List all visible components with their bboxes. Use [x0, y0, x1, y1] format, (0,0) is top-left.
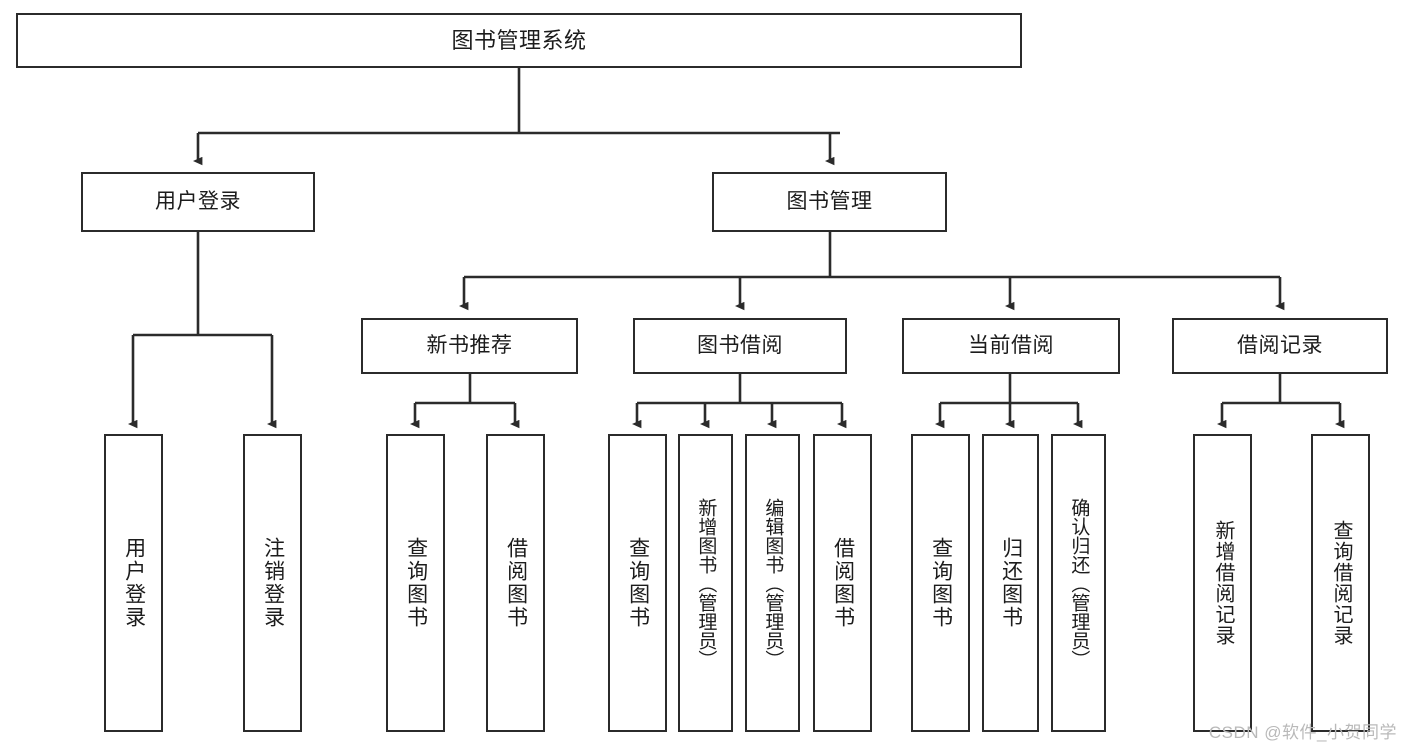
leaf-add-book[interactable]: 新增图书（管理员） — [678, 434, 733, 732]
leaf-query-book-1[interactable]: 查询图书 — [386, 434, 445, 732]
leaf-query-book-2-label: 查询图书 — [626, 537, 650, 629]
leaf-query-book-3-label: 查询图书 — [929, 537, 953, 629]
leaf-query-book-3[interactable]: 查询图书 — [911, 434, 970, 732]
node-current-borrow-label: 当前借阅 — [968, 333, 1054, 357]
node-borrow-record-label: 借阅记录 — [1237, 333, 1323, 357]
leaf-add-record-label: 新增借阅记录 — [1212, 520, 1234, 646]
node-root[interactable]: 图书管理系统 — [16, 13, 1022, 68]
leaf-add-record[interactable]: 新增借阅记录 — [1193, 434, 1252, 732]
node-book-manage[interactable]: 图书管理 — [712, 172, 947, 232]
leaf-confirm-return[interactable]: 确认归还（管理员） — [1051, 434, 1106, 732]
node-book-manage-label: 图书管理 — [786, 189, 873, 213]
leaf-add-book-label: 新增图书（管理员） — [695, 497, 717, 669]
leaf-return-book[interactable]: 归还图书 — [982, 434, 1039, 732]
leaf-query-book-1-label: 查询图书 — [404, 537, 428, 629]
leaf-query-record[interactable]: 查询借阅记录 — [1311, 434, 1370, 732]
watermark: CSDN @软件_小贺同学 — [1208, 723, 1397, 742]
node-root-label: 图书管理系统 — [451, 27, 587, 53]
leaf-edit-book-label: 编辑图书（管理员） — [762, 497, 784, 669]
node-book-borrow-label: 图书借阅 — [697, 333, 783, 357]
leaf-borrow-book-1-label: 借阅图书 — [504, 537, 528, 629]
leaf-logout[interactable]: 注销登录 — [243, 434, 302, 732]
leaf-logout-label: 注销登录 — [261, 537, 285, 629]
leaf-query-book-2[interactable]: 查询图书 — [608, 434, 667, 732]
node-new-book-recommend[interactable]: 新书推荐 — [361, 318, 578, 374]
node-user-login[interactable]: 用户登录 — [81, 172, 315, 232]
node-current-borrow[interactable]: 当前借阅 — [902, 318, 1120, 374]
leaf-query-record-label: 查询借阅记录 — [1330, 520, 1352, 646]
leaf-borrow-book-2[interactable]: 借阅图书 — [813, 434, 872, 732]
leaf-edit-book[interactable]: 编辑图书（管理员） — [745, 434, 800, 732]
node-user-login-label: 用户登录 — [155, 189, 241, 213]
leaf-confirm-return-label: 确认归还（管理员） — [1068, 497, 1090, 669]
leaf-return-book-label: 归还图书 — [999, 537, 1023, 629]
node-borrow-record[interactable]: 借阅记录 — [1172, 318, 1388, 374]
node-book-borrow[interactable]: 图书借阅 — [633, 318, 847, 374]
leaf-user-login-label: 用户登录 — [122, 537, 146, 629]
leaf-borrow-book-2-label: 借阅图书 — [831, 537, 855, 629]
leaf-borrow-book-1[interactable]: 借阅图书 — [486, 434, 545, 732]
node-new-book-recommend-label: 新书推荐 — [426, 333, 513, 357]
leaf-user-login[interactable]: 用户登录 — [104, 434, 163, 732]
